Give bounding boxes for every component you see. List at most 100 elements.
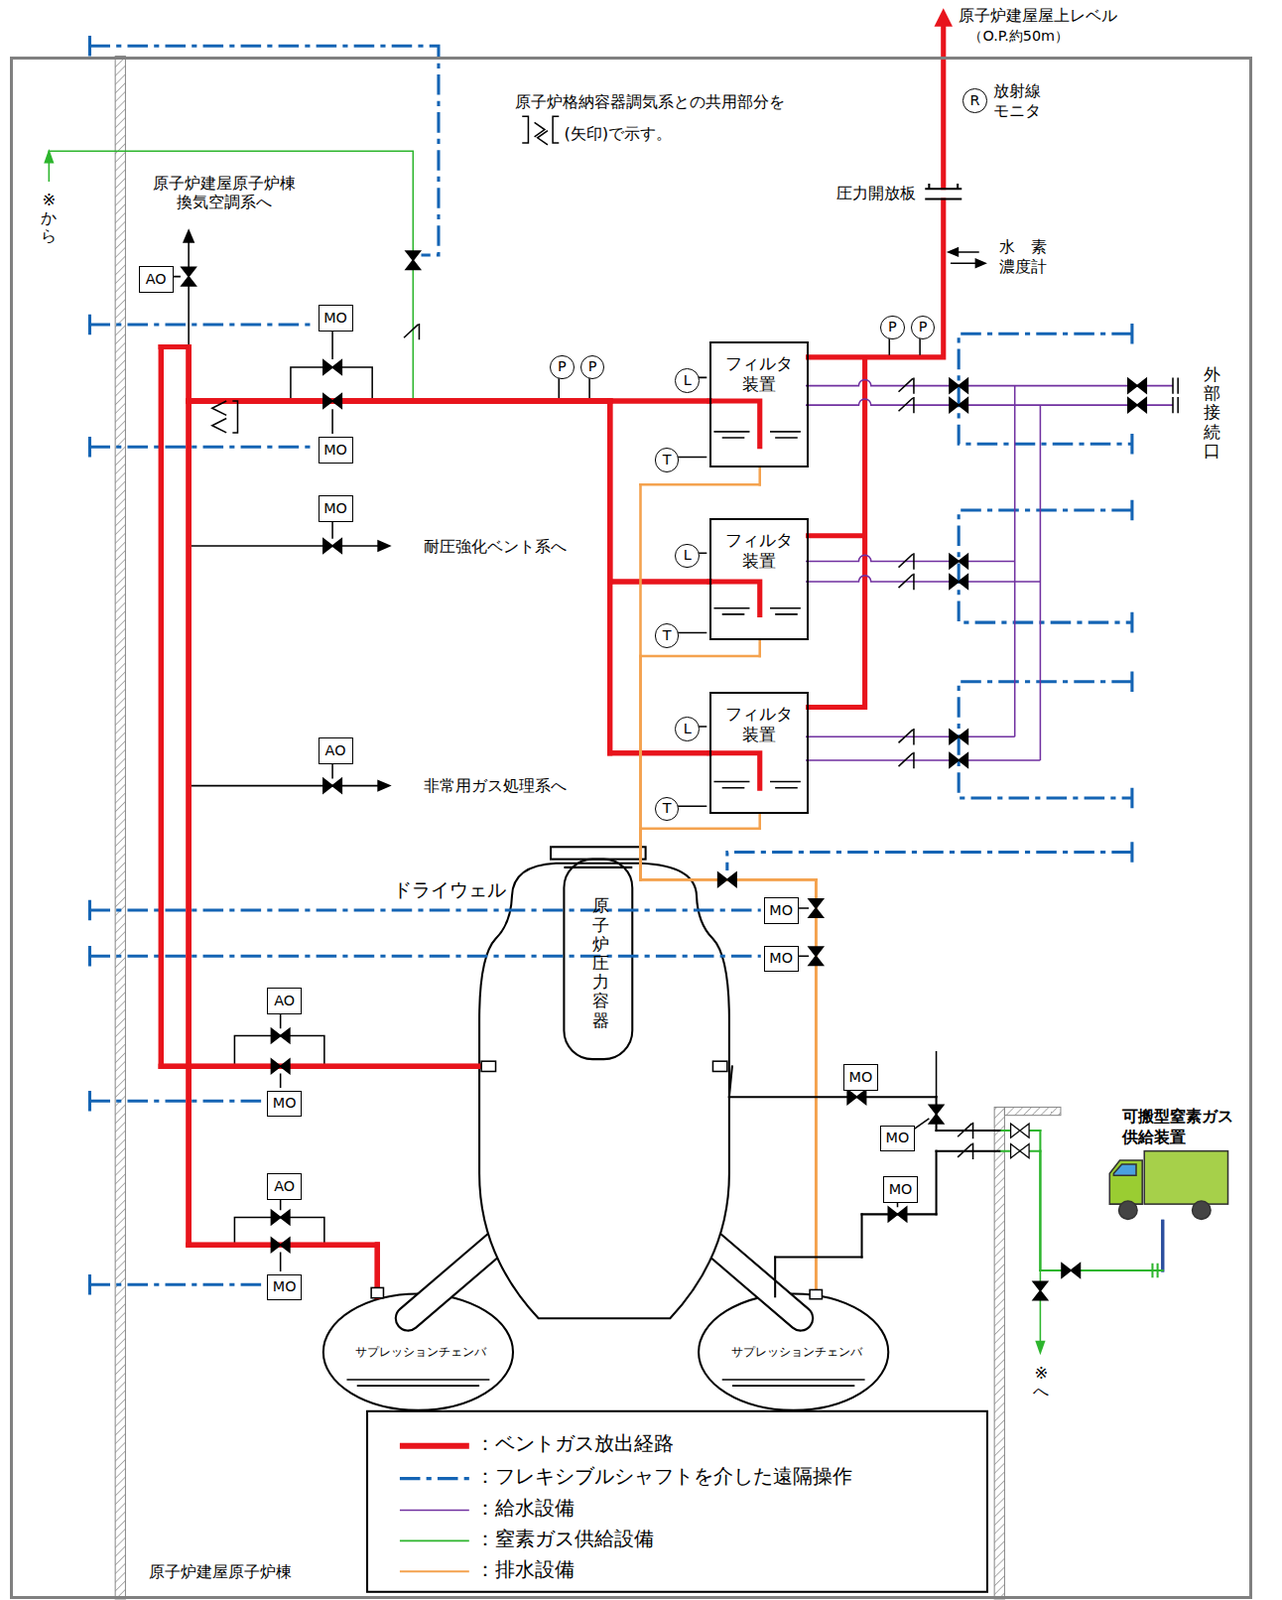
arrow-head [975,257,988,268]
valve-symbol [718,872,738,887]
flexible-shaft [89,45,761,1284]
pipe-segment [814,879,818,1296]
building-region: 原子炉建屋原子炉棟RAOMOPPPPフィルタ 装置LTMOMOフィルタ 装置LT… [9,56,1253,1599]
instrument-circle: T [654,447,680,473]
node-label: MO [272,1094,297,1112]
check-valve-symbol [957,1122,973,1139]
check-valve-symbol [403,323,419,340]
node-label: L [683,372,692,389]
suppression-chamber: サプレッションチェンバ [326,1295,516,1412]
valve-symbol [847,1089,867,1104]
truck-icon [1109,1151,1228,1220]
arrow-head [182,228,195,243]
check-valve-symbol [898,396,914,413]
arrow-head [182,228,988,791]
legend-box [399,1539,470,1542]
node-label: T [662,799,672,817]
annotation-label: 原子炉建屋原子炉棟 換気空調系へ [145,173,303,213]
flexible-shaft [89,45,1132,1284]
nozzle [371,1060,822,1299]
open-valve-symbol [1011,1143,1030,1157]
valve-symbol [270,1237,290,1252]
pipe-segment [186,400,192,1245]
pipe-segment [861,1213,864,1257]
valve-operator-box: MO [266,1090,302,1118]
valve-symbol [808,946,823,966]
valve-symbol [405,251,420,270]
valve-symbol [808,898,823,918]
valve-symbol [888,1206,907,1221]
building-wall [994,1106,1005,1599]
nozzle [809,1288,822,1298]
valve-symbol [270,1058,290,1073]
nitrogen-arrow [43,148,54,163]
pipe-segment [729,1095,937,1098]
annotation-label: 非常用ガス処理系へ [423,775,567,796]
hose-connector [1152,1263,1157,1278]
valve-operator-box: MO [883,1175,918,1203]
valve-symbol [949,729,969,744]
vent-pipe [706,22,943,791]
pipe-segment [1160,1220,1164,1271]
branch-line [558,336,920,399]
valve-symbol [928,1104,943,1124]
node-label: フィルタ 装置 [720,529,799,572]
open-valve-symbol [1011,1123,1030,1138]
annotation-label: 原子炉建屋屋上レベル [958,5,1118,26]
check-valve-symbol [898,728,914,745]
check-valve-symbol [403,323,974,1159]
instrument-circle: R [962,88,988,114]
valve-operator-box: MO [764,897,799,924]
pipe-segment [1039,1269,1162,1272]
pipe-segment [160,344,189,350]
node-label: MO [323,309,348,327]
instrument-circle: T [654,796,680,822]
legend-box [367,1410,988,1592]
pressure-release-plate [924,183,962,199]
filter-device: フィルタ 装置 [709,691,809,814]
node-label: ドライウェル [392,879,507,901]
valve-symbol [323,360,343,375]
pipe-connector [188,400,710,1296]
nitrogen-truck: 可搬型窒素ガス 供給装置 [1122,1106,1276,1221]
node-label: AO [325,742,347,760]
pipe-connector [729,1065,1163,1271]
instrument-circle: P [580,355,606,381]
node-label: AO [145,270,167,288]
node-label: MO [769,901,793,919]
nitrogen-line [48,150,1040,1345]
pipe-segment [639,828,642,880]
node-label: AO [273,992,295,1010]
pipe-segment [188,397,610,403]
valve-operator-box: AO [266,987,302,1015]
pipe-connector [640,467,816,1297]
water-supply-line [805,385,1040,761]
check-valve-symbol [898,752,914,769]
valve-symbol [270,1027,290,1042]
valve-symbol [181,251,1147,1300]
node-label: フィルタ 装置 [720,703,799,746]
check-valve-symbol [898,573,914,590]
pipe-segment [186,347,192,401]
nitrogen-arrow [1034,1340,1045,1355]
pipe-segment [186,400,192,1245]
pipe-segment [936,1150,1001,1153]
instrument-circle: P [549,355,575,381]
valve-operator-box: AO [318,737,354,765]
drywell-shape [563,859,633,1060]
node-label: MO [886,1129,910,1147]
annotation-label: ※へ [1032,1364,1049,1401]
node-label: 可搬型窒素ガス 供給装置 [1122,1106,1244,1148]
branch-line [170,237,980,1272]
pipe-segment [610,578,711,584]
pipe-segment [160,344,189,350]
water-supply-line [805,554,1040,582]
pipe-segment [160,1063,483,1069]
legend-text: ：給水設備 [475,1496,575,1520]
branch-line [188,237,380,786]
filter-water [713,431,800,438]
annotation-label: 放射線 モニタ [993,81,1049,121]
pipe-segment [610,397,711,403]
valve-symbol [323,538,343,553]
